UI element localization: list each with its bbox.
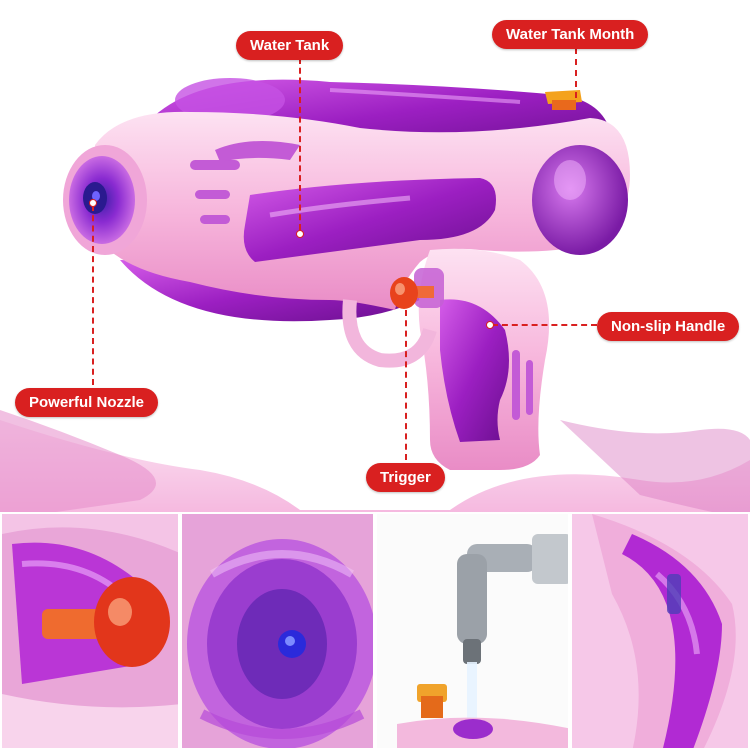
powerful-nozzle-connector bbox=[92, 205, 94, 385]
non-slip-handle-marker bbox=[486, 321, 494, 329]
detail-nozzle-photo bbox=[180, 512, 375, 750]
detail-photos bbox=[0, 512, 750, 750]
water-tank-connector bbox=[299, 58, 301, 230]
water-tank-month-connector bbox=[575, 48, 577, 98]
powerful-nozzle-marker bbox=[89, 199, 97, 207]
trigger-connector bbox=[405, 310, 407, 460]
detail-handle-photo bbox=[570, 512, 750, 750]
trigger-label: Trigger bbox=[366, 463, 445, 492]
non-slip-handle-connector bbox=[492, 324, 597, 326]
non-slip-handle-label: Non-slip Handle bbox=[597, 312, 740, 341]
water-tank-marker bbox=[296, 230, 304, 238]
water-tank-month-label: Water Tank Month bbox=[492, 20, 649, 49]
detail-fill-photo bbox=[375, 512, 570, 750]
detail-trigger-photo bbox=[0, 512, 180, 750]
water-gun-illustration bbox=[63, 78, 630, 470]
powerful-nozzle-label: Powerful Nozzle bbox=[15, 388, 159, 417]
water-tank-label: Water Tank bbox=[236, 31, 344, 60]
